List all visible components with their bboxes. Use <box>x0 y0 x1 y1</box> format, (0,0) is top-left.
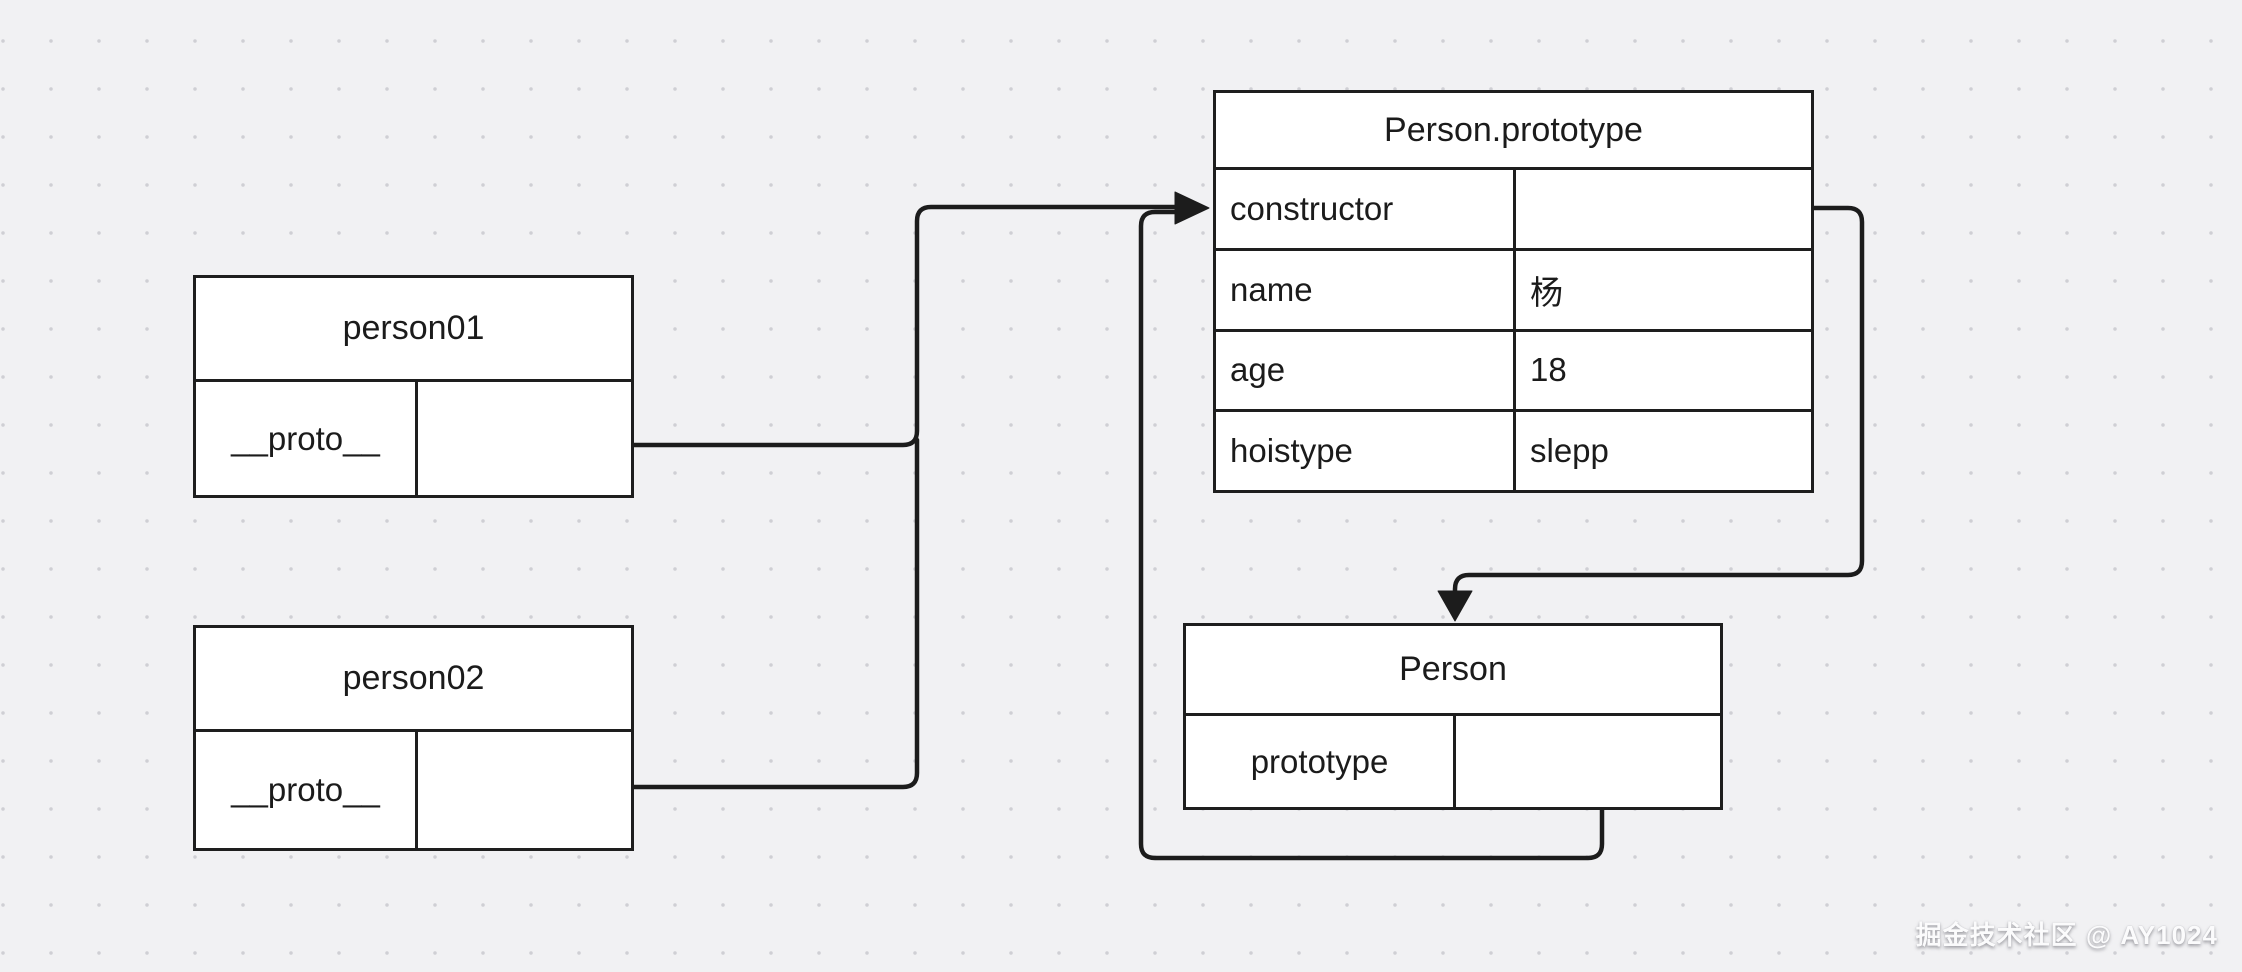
row-key-cell: __proto__ <box>196 382 418 495</box>
node-person02[interactable]: person02 __proto__ <box>193 625 634 851</box>
row-key-cell: hoistype <box>1216 412 1516 490</box>
node-person-title: Person <box>1186 626 1720 716</box>
table-row: __proto__ <box>196 732 631 848</box>
table-row: constructor <box>1216 170 1811 248</box>
node-person-prototype[interactable]: Person.prototype constructor name 杨 age … <box>1213 90 1814 493</box>
table-row: hoistype slepp <box>1216 409 1811 490</box>
row-key-cell: prototype <box>1186 716 1456 807</box>
row-value-cell <box>418 732 631 848</box>
row-value-cell <box>1456 716 1720 807</box>
row-key-cell: age <box>1216 331 1516 410</box>
row-value-cell <box>1516 170 1811 248</box>
node-person01[interactable]: person01 __proto__ <box>193 275 634 498</box>
node-person02-title: person02 <box>196 628 631 732</box>
row-value-cell <box>418 382 631 495</box>
table-row: name 杨 <box>1216 247 1811 329</box>
table-row: __proto__ <box>196 382 631 495</box>
row-key-cell: __proto__ <box>196 732 418 848</box>
row-value-cell: 18 <box>1530 351 1567 389</box>
edge-person02-to-prototype[interactable] <box>631 437 920 790</box>
edge-person-prototype-loop[interactable] <box>1138 209 1605 861</box>
table-row: age 18 <box>1216 328 1811 410</box>
node-person-prototype-title: Person.prototype <box>1216 93 1811 170</box>
node-person01-title: person01 <box>196 278 631 382</box>
node-person[interactable]: Person prototype <box>1183 623 1723 810</box>
table-row: prototype <box>1186 716 1720 807</box>
watermark: 掘金技术社区 @ AY1024 <box>1915 920 2218 950</box>
edge-constructor-to-person[interactable] <box>1452 205 1865 599</box>
row-value-cell: 杨 <box>1530 273 1563 311</box>
row-key-cell: constructor <box>1216 170 1516 248</box>
row-key-cell: name <box>1216 250 1516 329</box>
arrowhead-into-person <box>1437 590 1473 622</box>
edge-person01-to-prototype[interactable] <box>631 204 1179 448</box>
row-value-cell: slepp <box>1530 432 1609 470</box>
arrowhead-into-prototype <box>1174 191 1210 225</box>
